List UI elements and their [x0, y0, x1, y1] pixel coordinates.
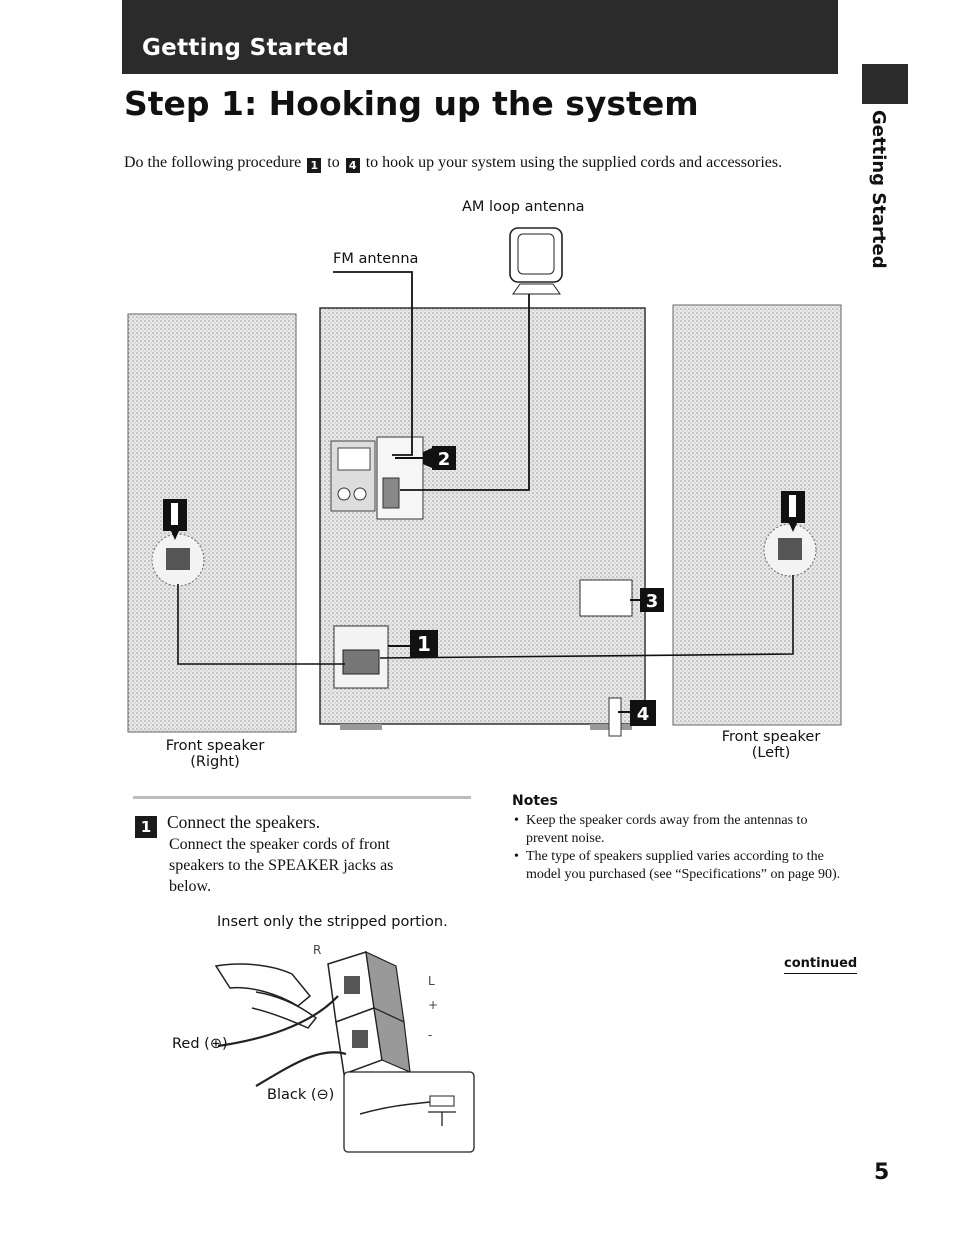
speaker-cord-left	[379, 575, 794, 659]
section-divider	[133, 796, 471, 799]
step-1-body: Connect the speaker cords of front speak…	[169, 836, 394, 895]
front-speaker-left-label: Front speaker (Left)	[716, 729, 826, 761]
intro-text-3: to hook up your system using the supplie…	[365, 154, 783, 171]
step-number-badge: 1	[307, 158, 322, 173]
jack-plus-label: +	[428, 998, 439, 1012]
speaker-jack-detail	[214, 950, 475, 1153]
callout-number: 4	[637, 704, 650, 725]
callout-number: 2	[438, 449, 451, 470]
red-cord-label: Red (⊕)	[172, 1036, 228, 1052]
speaker-cord-right	[177, 584, 345, 665]
callout-1-main	[388, 630, 438, 658]
note-item: Keep the speaker cords away from the ant…	[512, 812, 852, 848]
front-speaker-right-label: Front speaker (Right)	[160, 738, 270, 770]
continued-label: continued	[784, 956, 858, 974]
jack-minus-label: -	[428, 1028, 433, 1042]
callout-3	[630, 588, 664, 612]
front-speaker-right	[127, 313, 297, 733]
side-tab-marker	[862, 64, 908, 104]
front-speaker-left	[672, 304, 842, 726]
callout-2	[395, 446, 456, 470]
black-cord-label: Black (⊖)	[267, 1087, 335, 1103]
main-unit	[319, 307, 646, 737]
fm-antenna-label: FM antenna	[333, 251, 419, 267]
front-speaker-right-line2: (Right)	[190, 754, 240, 770]
front-speaker-left-line1: Front speaker	[721, 729, 821, 745]
intro-text-1: Do the following procedure	[124, 154, 302, 171]
step-number-badge: 1	[135, 816, 157, 838]
page-number: 5	[874, 1160, 890, 1185]
page-title: Step 1: Hooking up the system	[124, 84, 699, 123]
insert-note: Insert only the stripped portion.	[217, 914, 448, 930]
step-1-heading: 1 Connect the speakers.	[133, 812, 320, 838]
front-speaker-right-line1: Front speaker	[165, 738, 265, 754]
side-tab-label: Getting Started	[868, 110, 889, 269]
section-header-band	[122, 0, 838, 74]
intro-text-2: to	[327, 154, 340, 171]
notes-list: Keep the speaker cords away from the ant…	[512, 812, 852, 884]
am-loop-antenna	[400, 227, 563, 491]
fm-antenna-wire	[333, 271, 413, 456]
notes-title: Notes	[512, 793, 558, 809]
step-number-badge: 4	[345, 158, 360, 173]
intro-paragraph: Do the following procedure 1 to 4 to hoo…	[124, 152, 804, 174]
jack-r-label: R	[313, 943, 322, 957]
callout-number: 1	[417, 632, 431, 656]
front-speaker-left-line2: (Left)	[751, 745, 791, 761]
callout-number: 3	[646, 591, 659, 612]
step-1-title: Connect the speakers.	[167, 812, 321, 832]
callout-4	[618, 700, 656, 726]
section-header-title: Getting Started	[142, 35, 350, 61]
hookup-diagram: 2 3 1 4	[127, 227, 842, 737]
note-item: The type of speakers supplied varies acc…	[512, 848, 852, 884]
jack-l-label: L	[428, 974, 435, 988]
am-antenna-label: AM loop antenna	[462, 199, 585, 215]
